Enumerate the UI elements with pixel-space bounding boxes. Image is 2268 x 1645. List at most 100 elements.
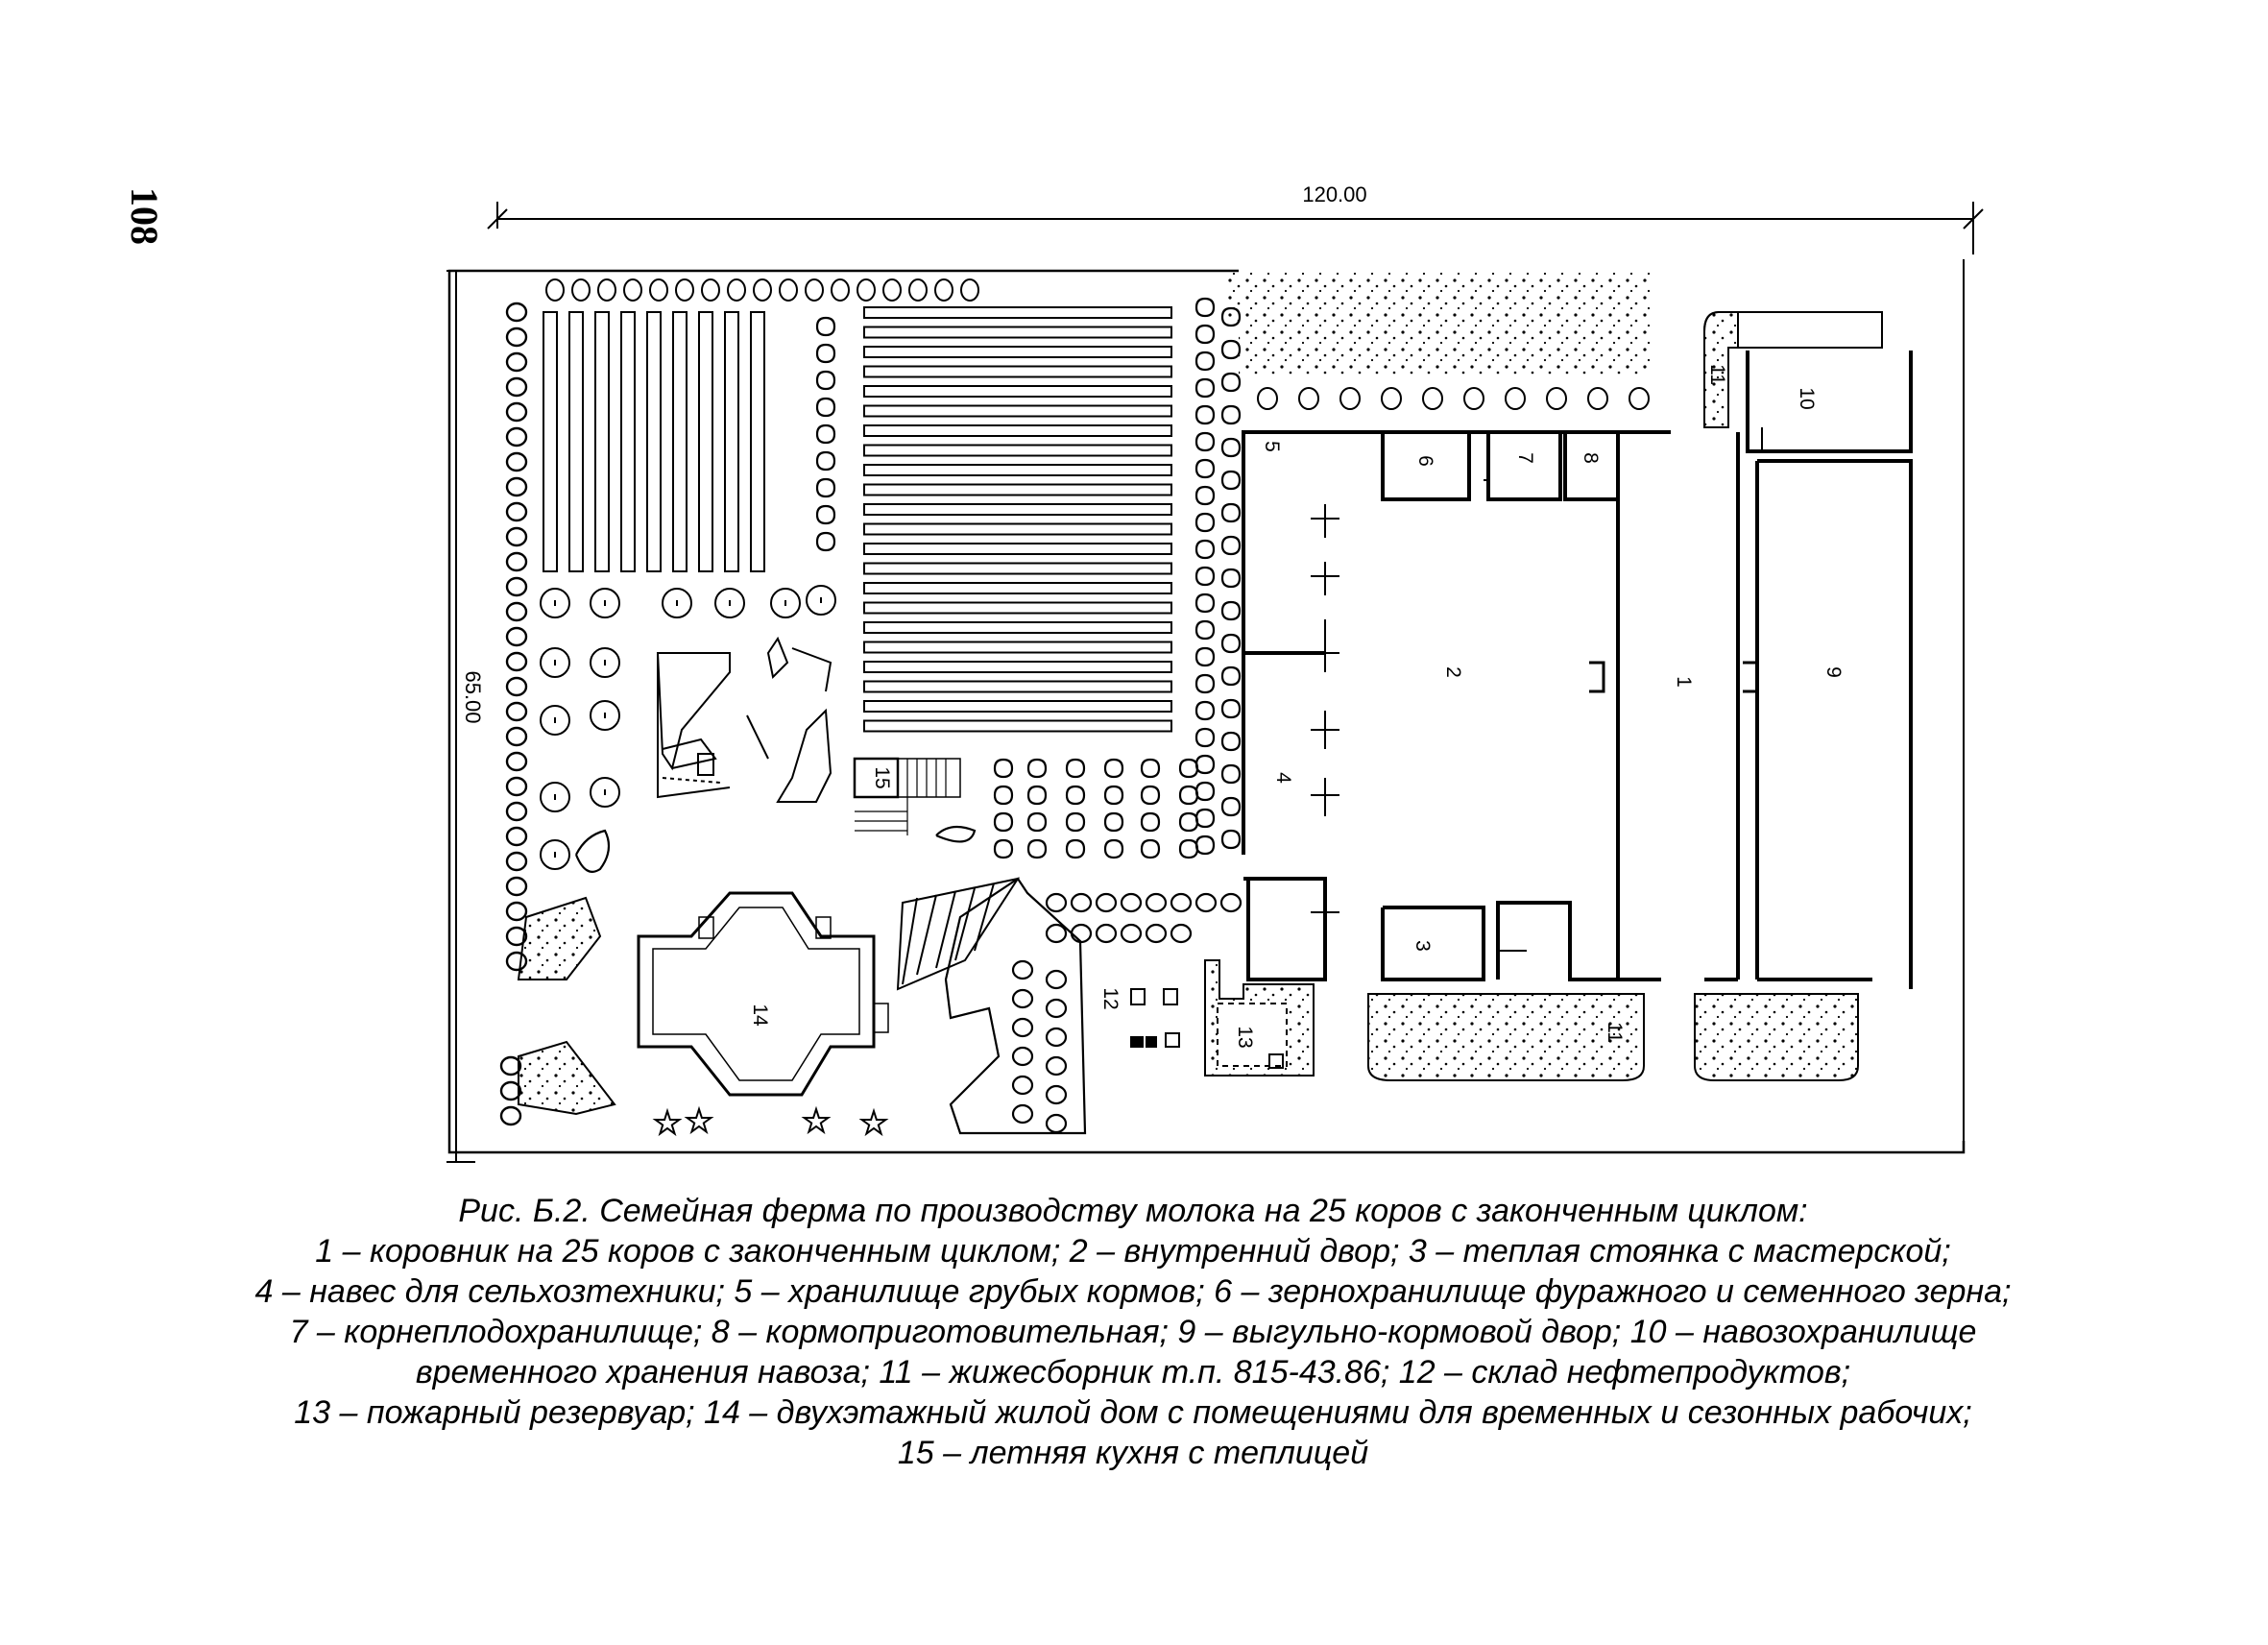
shrub bbox=[1140, 758, 1161, 779]
tree bbox=[590, 777, 620, 808]
shrub bbox=[1194, 593, 1216, 614]
orchard-trees bbox=[540, 585, 836, 870]
garden-bed bbox=[863, 601, 1172, 615]
tree bbox=[1339, 387, 1361, 410]
shrub bbox=[1095, 892, 1118, 913]
shrub bbox=[1070, 892, 1093, 913]
zone-label-12: 12 bbox=[1099, 987, 1122, 1009]
shrub bbox=[1178, 785, 1199, 806]
shrub bbox=[1045, 923, 1068, 944]
garden-bed bbox=[863, 503, 1172, 516]
shrub bbox=[1140, 785, 1161, 806]
decorative-plant bbox=[652, 1107, 683, 1137]
shrub bbox=[1011, 1046, 1034, 1067]
shrub bbox=[1065, 758, 1086, 779]
fuel-storage bbox=[1130, 988, 1180, 1048]
shrub bbox=[815, 397, 836, 418]
zone-label-11b: 11 bbox=[1604, 1022, 1626, 1043]
shrub bbox=[815, 316, 836, 337]
garden-bed bbox=[863, 661, 1172, 673]
tree bbox=[540, 839, 570, 870]
shrub bbox=[1103, 811, 1124, 833]
shrub bbox=[1220, 698, 1242, 719]
zone-label-8: 8 bbox=[1580, 452, 1602, 464]
shrub bbox=[505, 451, 528, 472]
garden-bed bbox=[863, 365, 1172, 378]
shrub bbox=[1194, 431, 1216, 452]
shrub bbox=[505, 401, 528, 423]
garden-bed bbox=[863, 522, 1172, 536]
shrub bbox=[1220, 404, 1242, 425]
zone-label-4: 4 bbox=[1272, 772, 1294, 784]
caption-line-6: 13 – пожарный резервуар; 14 – двухэтажны… bbox=[294, 1394, 1972, 1431]
shrub bbox=[505, 601, 528, 622]
shrub bbox=[1220, 731, 1242, 752]
shrub bbox=[1194, 351, 1216, 372]
tree bbox=[597, 278, 616, 302]
shrub bbox=[1045, 969, 1068, 990]
shrub bbox=[505, 626, 528, 647]
shrub bbox=[1219, 892, 1243, 913]
garden-bed bbox=[594, 311, 610, 572]
zone-label-14: 14 bbox=[749, 1004, 771, 1027]
shrub bbox=[1026, 785, 1048, 806]
garden-bed bbox=[543, 311, 558, 572]
shrub bbox=[935, 825, 977, 843]
garden-bed bbox=[750, 311, 765, 572]
tree bbox=[857, 278, 876, 302]
shrub bbox=[1011, 1103, 1034, 1125]
garden-bed bbox=[863, 543, 1172, 555]
shrub bbox=[815, 504, 836, 525]
tree bbox=[1298, 387, 1319, 410]
zone-label-13: 13 bbox=[1234, 1026, 1256, 1048]
shrub bbox=[1194, 485, 1216, 506]
zone-labels: 1 2 3 4 5 6 7 8 9 10 11 11 12 13 14 15 bbox=[749, 364, 1845, 1049]
zone-label-10: 10 bbox=[1796, 387, 1818, 409]
shrub bbox=[1220, 665, 1242, 687]
shrub bbox=[1045, 1084, 1068, 1105]
farm-buildings bbox=[1242, 351, 1913, 989]
shrub bbox=[1026, 758, 1048, 779]
shrub bbox=[1170, 892, 1193, 913]
garden-bed bbox=[863, 483, 1172, 496]
zone-label-6: 6 bbox=[1414, 455, 1436, 467]
shrub bbox=[1220, 568, 1242, 589]
tree bbox=[831, 278, 850, 302]
shrub bbox=[1220, 372, 1242, 393]
garden-bed bbox=[863, 464, 1172, 476]
caption-line-4: 7 – корнеплодохранилище; 8 – кормопригот… bbox=[289, 1314, 1977, 1350]
shrub bbox=[505, 851, 528, 872]
tree bbox=[623, 278, 642, 302]
tree bbox=[540, 705, 570, 736]
shrub bbox=[1194, 539, 1216, 560]
garden-beds-horizontal bbox=[863, 306, 1172, 733]
hatched-beds bbox=[896, 877, 1021, 991]
tree bbox=[779, 278, 798, 302]
shrub bbox=[505, 501, 528, 522]
shrub bbox=[505, 901, 528, 922]
tree bbox=[540, 782, 570, 812]
shrub bbox=[815, 477, 836, 498]
tree bbox=[727, 278, 746, 302]
zone-label-11a: 11 bbox=[1706, 364, 1728, 385]
shrub bbox=[505, 302, 528, 323]
shrub-bed bbox=[944, 877, 1087, 1135]
shrub bbox=[1220, 339, 1242, 360]
garden-bed bbox=[863, 621, 1172, 634]
zone-label-15: 15 bbox=[871, 766, 893, 788]
shrub bbox=[993, 838, 1014, 859]
shrub bbox=[1145, 923, 1168, 944]
tree bbox=[545, 278, 565, 302]
dimension-width bbox=[487, 202, 1984, 254]
shrub bbox=[1070, 923, 1093, 944]
shrub bbox=[1194, 835, 1216, 856]
tree bbox=[590, 647, 620, 678]
caption-line-5: временного хранения навоза; 11 – жижесбо… bbox=[415, 1354, 1851, 1391]
shrub bbox=[505, 676, 528, 697]
shrub bbox=[505, 327, 528, 348]
shrub bbox=[1011, 1017, 1034, 1038]
shrub bbox=[505, 651, 528, 672]
tree bbox=[590, 588, 620, 618]
shrub bbox=[1194, 566, 1216, 587]
shrub bbox=[505, 701, 528, 722]
